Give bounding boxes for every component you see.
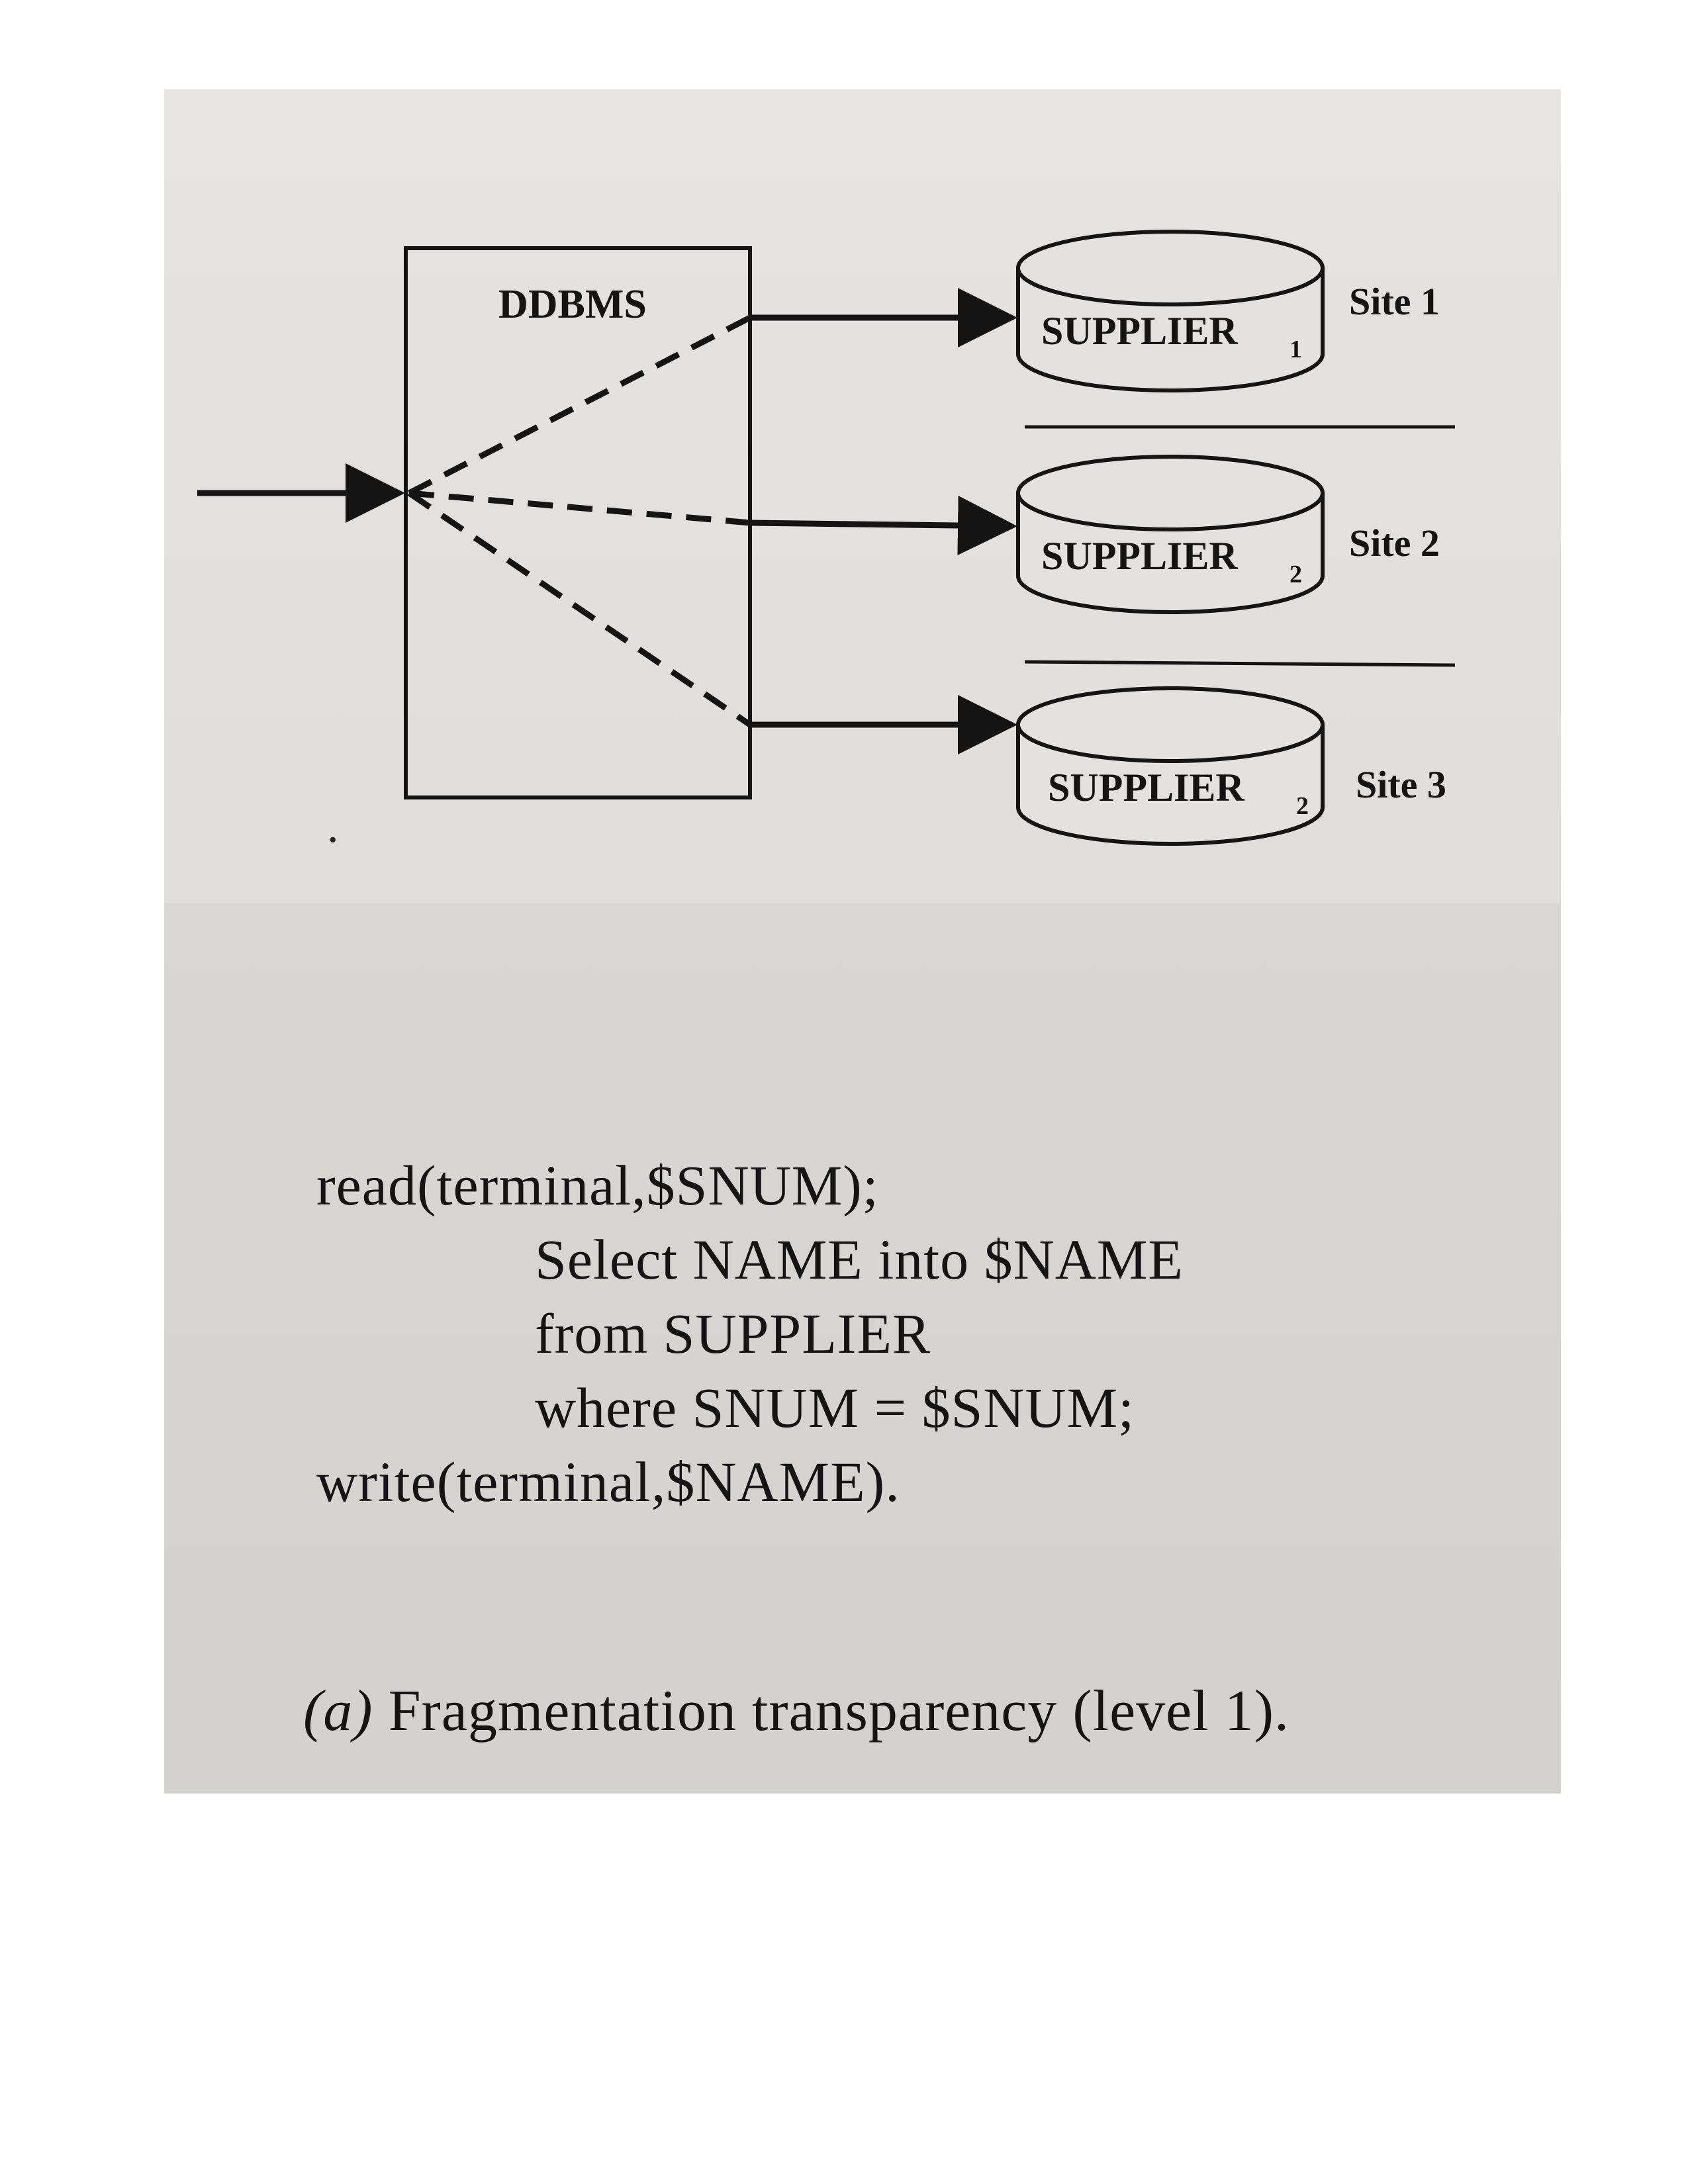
database-subscript-site1: 1 bbox=[1289, 336, 1302, 363]
code-line-read: read(terminal,$SNUM); bbox=[316, 1154, 879, 1217]
site-label-3: Site 3 bbox=[1356, 763, 1446, 806]
dashed-route-site3 bbox=[407, 490, 752, 727]
database-name-site1: SUPPLIER bbox=[1041, 309, 1238, 353]
code-line-select: Select NAME into $NAME bbox=[535, 1228, 1184, 1291]
caption-label: (a) bbox=[303, 1679, 373, 1743]
figure-caption: (a) Fragmentation transparency (level 1)… bbox=[303, 1678, 1289, 1745]
dashed-route-site2 bbox=[408, 490, 751, 526]
caption-text: Fragmentation transparency (level 1). bbox=[388, 1679, 1289, 1743]
database-name-site2: SUPPLIER bbox=[1041, 534, 1238, 578]
site-separator-2 bbox=[1024, 660, 1456, 667]
page-edge-mark: . bbox=[327, 801, 339, 852]
database-subscript-site2: 2 bbox=[1289, 561, 1302, 588]
database-cylinder-site1: SUPPLIER 1 bbox=[1016, 230, 1325, 392]
site-label-2: Site 2 bbox=[1349, 522, 1440, 565]
database-name-site3: SUPPLIER bbox=[1048, 766, 1244, 809]
code-line-write: write(terminal,$NAME). bbox=[316, 1450, 900, 1514]
database-cylinder-site2: SUPPLIER 2 bbox=[1016, 455, 1325, 614]
distribution-diagram: DDBMS SUPPLIER 1 Site 1 SUPPLIER 2 Site bbox=[197, 230, 1456, 846]
book-page-photo: DDBMS SUPPLIER 1 Site 1 SUPPLIER 2 Site bbox=[164, 89, 1561, 1794]
site-label-1: Site 1 bbox=[1349, 280, 1440, 323]
page-shadow-region bbox=[164, 903, 1561, 1794]
database-cylinder-site3: SUPPLIER 2 bbox=[1016, 686, 1325, 846]
dashed-route-site1 bbox=[407, 314, 752, 496]
code-listing: read(terminal,$SNUM); Select NAME into $… bbox=[316, 1148, 1548, 1519]
code-line-from: from SUPPLIER bbox=[535, 1302, 931, 1365]
arrow-to-site2 bbox=[749, 495, 1017, 555]
ddbms-label: DDBMS bbox=[498, 282, 647, 327]
database-subscript-site3: 2 bbox=[1296, 792, 1309, 820]
code-line-where: where SNUM = $SNUM; bbox=[535, 1376, 1135, 1439]
